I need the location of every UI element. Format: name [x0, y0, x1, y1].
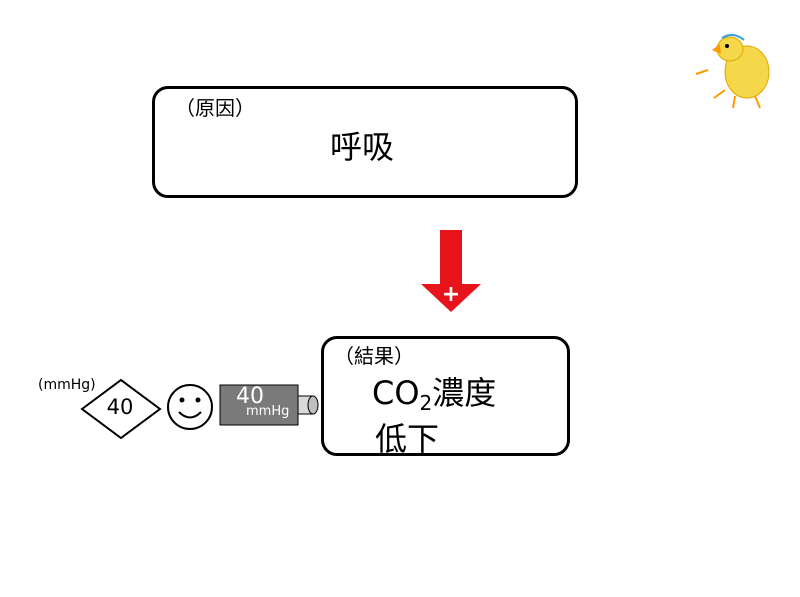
chick-icon: [695, 34, 770, 109]
smiley-face-icon: [167, 384, 213, 430]
result-box: [321, 336, 570, 456]
result-line1: CO2濃度: [372, 368, 496, 415]
arrow-sign: +: [442, 282, 460, 307]
unit-label: (mmHg): [38, 377, 96, 393]
co-subscript: 2: [419, 391, 433, 415]
tube-unit: mmHg: [246, 404, 290, 419]
concentration-text: 濃度: [432, 374, 497, 412]
diamond-value: 40: [106, 395, 134, 419]
gas-tube-icon: [219, 384, 319, 426]
cause-box: [152, 86, 578, 198]
positive-arrow: +: [421, 230, 481, 312]
co-text: CO: [372, 374, 420, 412]
result-line2: 低下: [375, 420, 440, 458]
cause-label: （原因）: [175, 96, 255, 120]
tube-value: 40: [236, 384, 264, 409]
value-diamond: [80, 378, 162, 440]
cause-text: 呼吸: [330, 128, 395, 166]
result-label: （結果）: [334, 344, 414, 368]
